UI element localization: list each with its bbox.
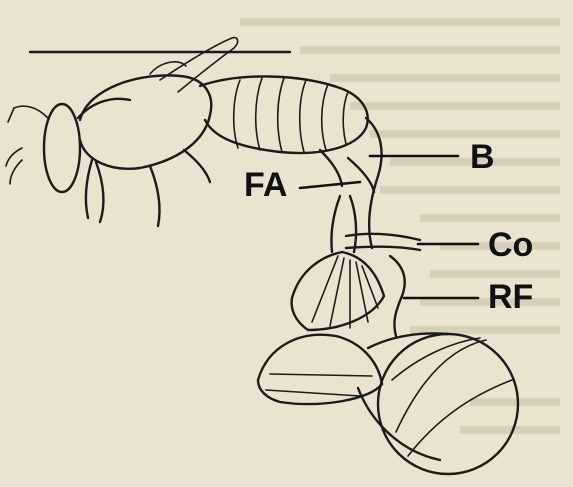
insect-drawing <box>6 38 382 248</box>
label-fa: FA <box>244 166 287 204</box>
label-rf: RF <box>488 278 533 316</box>
label-b: B <box>470 138 495 176</box>
leader-line-fa <box>300 182 360 188</box>
label-co: Co <box>488 226 533 264</box>
